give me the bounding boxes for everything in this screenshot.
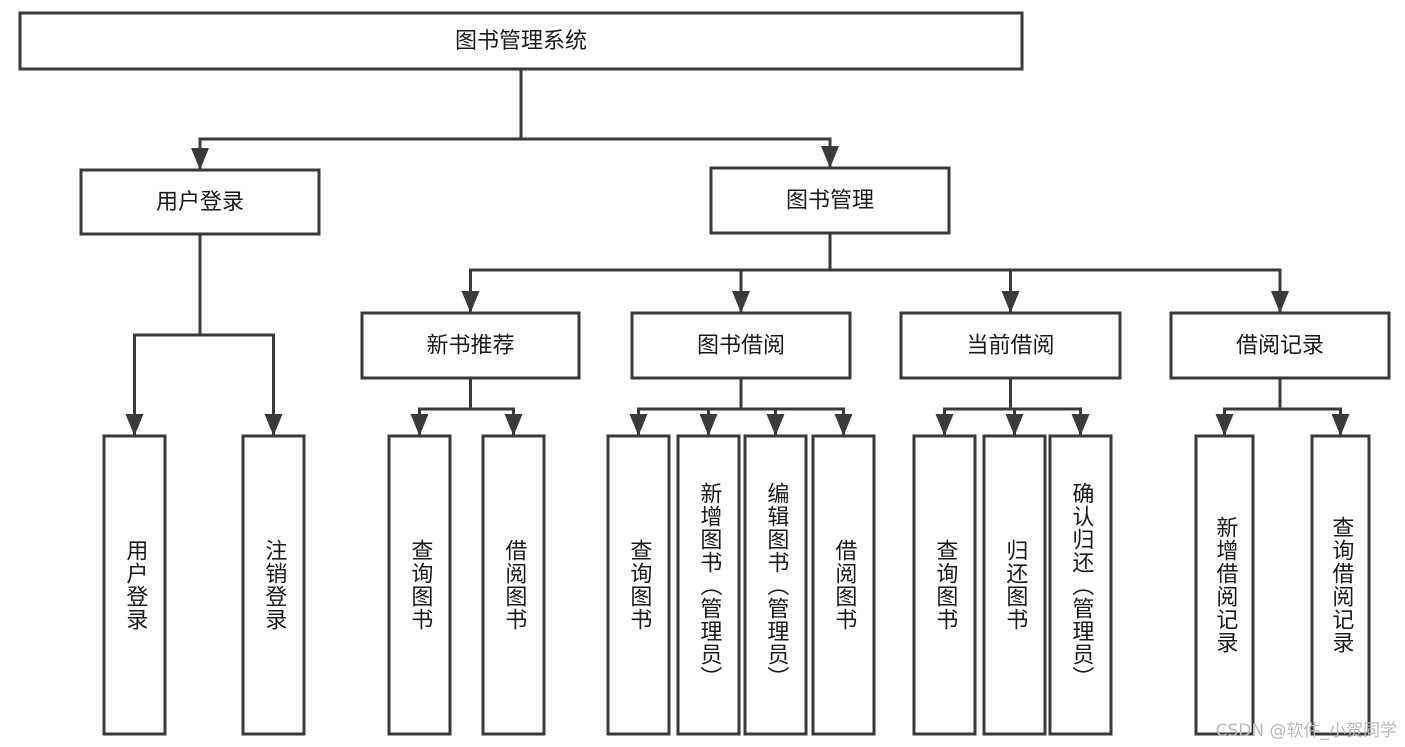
node-cur-return-book[interactable]	[982, 434, 1047, 736]
arrow-head	[1331, 414, 1350, 436]
node-root[interactable]: 图书管理系统	[18, 11, 1024, 71]
arrow-head	[1071, 414, 1090, 436]
node-box	[912, 434, 977, 736]
node-borrow-borrow-book[interactable]	[811, 434, 876, 736]
arrow-head	[766, 414, 785, 436]
arrow-head	[264, 414, 283, 436]
connector-layer	[125, 67, 1350, 438]
node-borrow-record[interactable]: 借阅记录	[1169, 311, 1391, 380]
node-rec-query-record[interactable]	[1310, 434, 1371, 736]
node-box	[387, 434, 452, 736]
arrow-head	[1271, 291, 1289, 313]
arrow-head	[935, 414, 954, 436]
arrow-head	[461, 291, 480, 313]
node-label: 图书管理系统	[455, 29, 587, 54]
arrow-head	[504, 414, 523, 436]
arrow-head	[1001, 291, 1020, 313]
node-cur-query-book[interactable]	[912, 434, 977, 736]
node-box	[102, 434, 167, 736]
node-box	[360, 311, 581, 380]
node-box	[743, 434, 808, 736]
node-box	[241, 434, 306, 736]
node-box	[18, 11, 1024, 71]
arrow-head	[410, 414, 429, 436]
node-borrow-add-book[interactable]	[676, 434, 741, 736]
node-box	[606, 434, 671, 736]
node-cur-confirm-return[interactable]	[1048, 434, 1113, 736]
arrow-head	[629, 414, 648, 436]
node-label: 图书管理	[786, 189, 874, 214]
arrow-head	[1215, 414, 1234, 436]
arrow-head	[191, 148, 209, 170]
node-box	[676, 434, 741, 736]
watermark: CSDN @软件_小贺同学	[1215, 721, 1397, 741]
node-box	[79, 168, 321, 236]
arrow-head	[699, 414, 718, 436]
node-box	[1048, 434, 1113, 736]
node-box	[899, 311, 1122, 380]
node-login-do[interactable]	[102, 434, 167, 736]
arrow-head	[834, 414, 853, 436]
node-book-manage[interactable]: 图书管理	[709, 166, 951, 235]
node-new-book-rec[interactable]: 新书推荐	[360, 311, 581, 380]
node-label: 当前借阅	[966, 334, 1054, 359]
node-borrow-edit-book[interactable]	[743, 434, 808, 736]
arrow-head	[732, 291, 750, 313]
node-box	[709, 166, 951, 235]
node-box	[1310, 434, 1371, 736]
node-label: 图书借阅	[697, 334, 785, 359]
node-rec-borrow-book[interactable]	[481, 434, 546, 736]
node-box	[982, 434, 1047, 736]
node-box	[1169, 311, 1391, 380]
node-rec-query-book[interactable]	[387, 434, 452, 736]
node-borrow-query-book[interactable]	[606, 434, 671, 736]
node-box	[1194, 434, 1255, 736]
arrow-head	[125, 414, 144, 436]
node-box	[630, 311, 852, 380]
node-label: 借阅记录	[1236, 334, 1324, 359]
node-current-borrow[interactable]: 当前借阅	[899, 311, 1122, 380]
node-label: 新书推荐	[426, 334, 514, 359]
node-box	[811, 434, 876, 736]
arrow-head	[1005, 414, 1024, 436]
node-book-borrow[interactable]: 图书借阅	[630, 311, 852, 380]
node-label: 用户登录	[156, 190, 244, 215]
node-rec-add-record[interactable]	[1194, 434, 1255, 736]
node-box	[481, 434, 546, 736]
arrow-head	[821, 146, 839, 168]
node-user-login[interactable]: 用户登录	[79, 168, 321, 236]
node-logout-do[interactable]	[241, 434, 306, 736]
